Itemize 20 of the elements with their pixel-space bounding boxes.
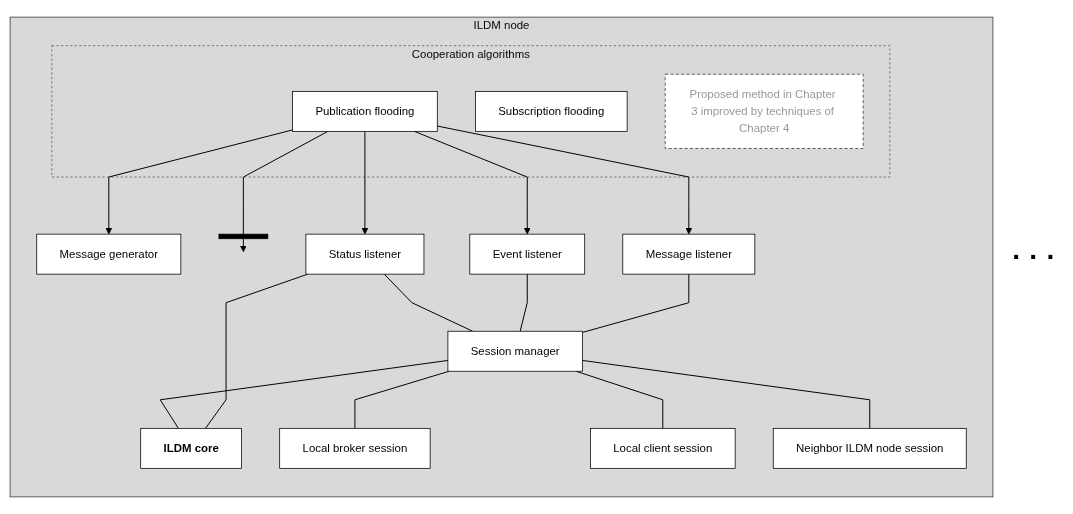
node-box: ILDM core <box>140 427 242 469</box>
connector <box>519 273 528 332</box>
node-bar <box>218 233 269 240</box>
node-box: Local broker session <box>279 427 431 469</box>
node-box: Session manager <box>447 330 583 372</box>
node-box: Publication flooding <box>292 91 438 132</box>
node-box: Message generator <box>36 233 182 275</box>
node-box: Proposed method in Chapter 3 improved by techniques of Chapter 4 <box>664 73 864 149</box>
node-box: Status listener <box>305 233 425 275</box>
connector <box>383 273 474 332</box>
ellipsis-mark: · · · <box>1011 241 1057 273</box>
connector <box>354 370 450 429</box>
connector <box>582 359 871 429</box>
node-box: Neighbor ILDM node session <box>772 427 967 469</box>
connector <box>159 359 449 429</box>
node-box: Subscription flooding <box>475 91 628 132</box>
connector <box>582 273 690 333</box>
node-box: Message listener <box>622 233 756 275</box>
node-box: Local client session <box>590 427 736 469</box>
node-box: Event listener <box>469 233 586 275</box>
